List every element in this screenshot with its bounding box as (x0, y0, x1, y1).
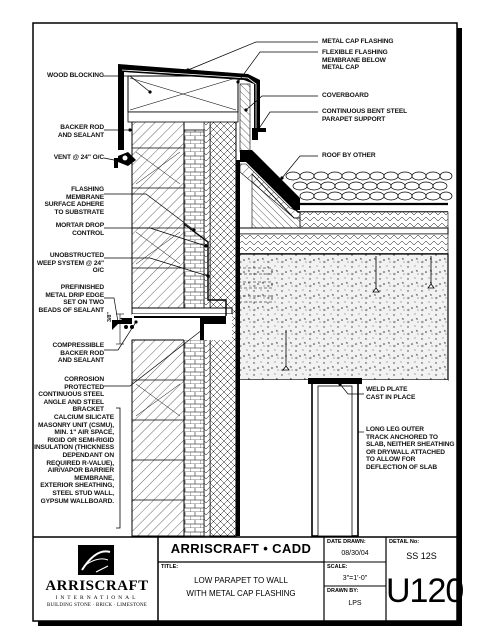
label-flexible-flashing: FLEXIBLE FLASHING MEMBRANE BELOW METAL C… (322, 49, 388, 72)
label-corrosion: CORROSION PROTECTED CONTINUOUS STEEL ANG… (38, 376, 104, 414)
label-wood-blocking: WOOD BLOCKING (47, 72, 104, 79)
label-continuous-bent-steel: CONTINUOUS BENT STEEL PARAPET SUPPORT (322, 108, 408, 123)
shelf-angle (120, 307, 233, 341)
label-metal-cap-flashing: METAL CAP FLASHING (322, 38, 394, 45)
csmu-lower (131, 339, 185, 537)
arriscraft-logo-icon (78, 545, 114, 575)
company-name: ARRISCRAFT (45, 578, 149, 594)
section-detail (103, 41, 453, 537)
drawn-by-value: LPS (348, 600, 362, 607)
title-caption: TITLE: (161, 564, 179, 570)
sheet-code: U120 (386, 572, 464, 610)
label-coverboard: COVERBOARD (322, 92, 369, 99)
scale-value: 3"=1'-0" (342, 575, 368, 582)
vent-symbol (114, 152, 136, 168)
dimension-label: 3/8" (107, 312, 113, 322)
sheet-shadow-bottom (38, 621, 462, 626)
cadd-title: ARRISCRAFT • CADD (170, 541, 312, 556)
title-block (33, 536, 457, 621)
label-roof-by-other: ROOF BY OTHER (322, 152, 376, 159)
label-weep-system: UNOBSTRUCTED WEEP SYSTEM @ 24" O/C (36, 252, 104, 275)
label-backer-rod: BACKER ROD AND SEALANT (57, 124, 104, 139)
drawing-title-line1: LOW PARAPET TO WALL (194, 576, 288, 585)
label-mortar-drop: MORTAR DROP CONTROL (55, 222, 104, 237)
label-flashing-membrane: FLASHING MEMBRANE SURFACE ADHERE TO SUBS… (44, 186, 104, 216)
scale-caption: SCALE: (327, 564, 348, 570)
label-weld-plate: WELD PLATE CAST IN PLACE (366, 386, 416, 401)
sheet-shadow-right (457, 28, 462, 626)
label-calcium-silicate: CALCIUM SILICATE MASONRY UNIT (CSMU), MI… (34, 414, 114, 505)
label-drip-edge: PREFINISHED METAL DRIP EDGE SET ON TWO B… (38, 284, 105, 314)
company-sub: INTERNATIONAL (55, 595, 139, 601)
parapet-cap (118, 64, 266, 153)
date-value: 08/30/04 (341, 550, 369, 557)
csmu-upper (131, 107, 185, 309)
label-long-leg: LONG LEG OUTER TRACK ANCHORED TO SLAB, N… (366, 426, 455, 471)
date-caption: DATE DRAWN: (327, 539, 366, 545)
drip-edge (112, 320, 134, 330)
flashing-membrane (183, 223, 227, 316)
slab-anchors (282, 256, 435, 371)
label-compressible: COMPRESSIBLE BACKER ROD AND SEALANT (52, 342, 104, 365)
detail-caption: DETAIL No: (389, 539, 420, 545)
company-tagline: BUILDING STONE · BRICK · LIMESTONE (46, 603, 148, 608)
leader-lines (103, 41, 364, 433)
detail-value: SS 12S (406, 551, 437, 561)
concrete-slab (237, 253, 449, 381)
drawing-title-line2: WITH METAL CAP FLASHING (186, 589, 296, 598)
label-vent: VENT @ 24" O/C (53, 154, 104, 161)
drawn-by-caption: DRAWN BY: (327, 588, 359, 594)
